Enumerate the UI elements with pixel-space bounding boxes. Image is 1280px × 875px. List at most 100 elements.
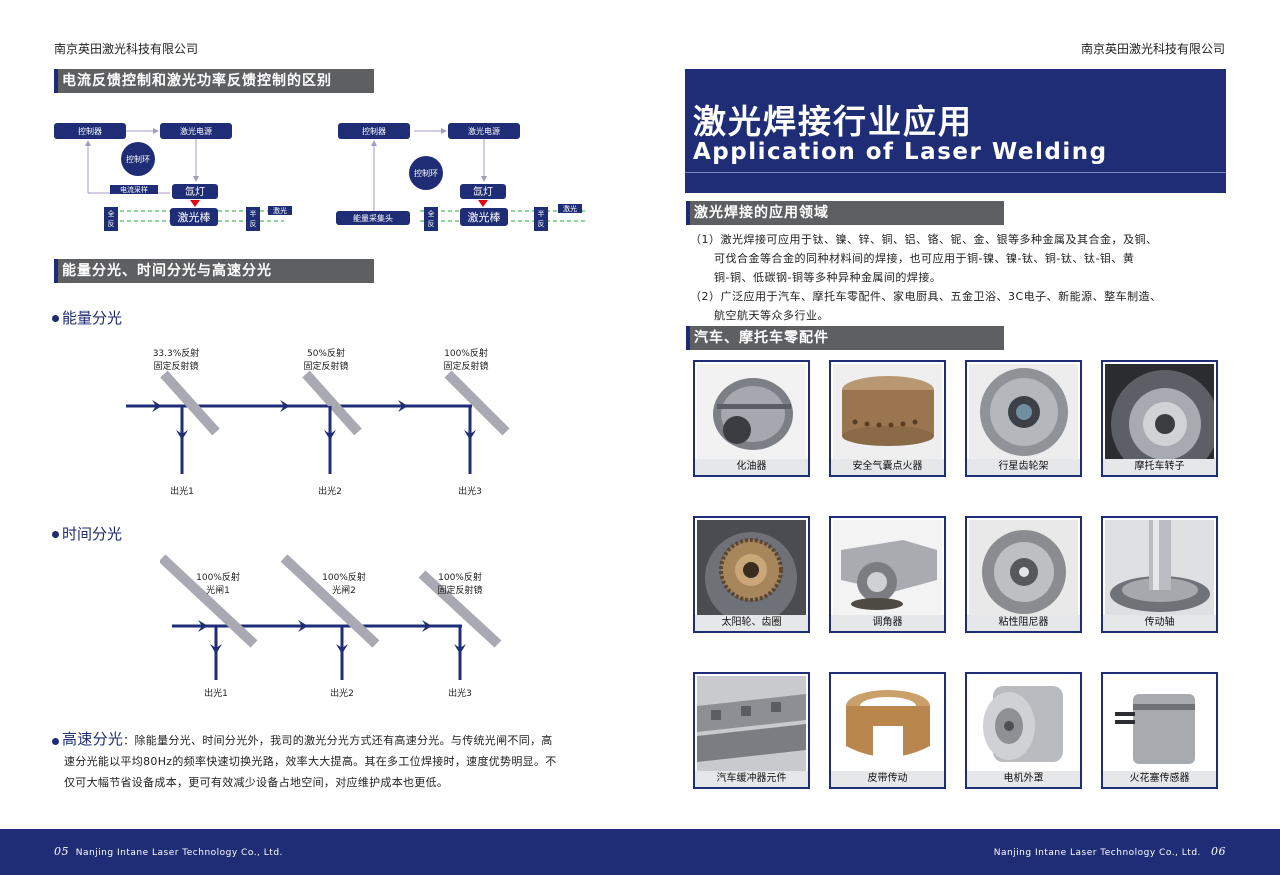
para1-line2: 可伐合金等合金的同种材料间的焊接，也可应用于铜-镍、镍-钛、铜-钛、钛-钼、黄 bbox=[714, 252, 1135, 265]
time-out2: 出光2 bbox=[330, 687, 354, 699]
page-number-right: 06 bbox=[1211, 845, 1226, 858]
bullet-dot-icon bbox=[52, 315, 59, 322]
bumper-component-photo bbox=[697, 676, 806, 771]
diagB-power-label: 激光电源 bbox=[468, 126, 500, 136]
svg-text:全: 全 bbox=[108, 209, 115, 218]
diagA-controller-label: 控制器 bbox=[78, 126, 102, 136]
part-tile: 火花塞传感器 bbox=[1101, 672, 1218, 789]
diagA-loop-circle bbox=[121, 142, 155, 176]
part-label: 传动轴 bbox=[1103, 615, 1216, 631]
part-tile: 粘性阻尼器 bbox=[965, 516, 1082, 633]
time-mirror2-line1: 100%反射 bbox=[322, 571, 366, 583]
right-company-name: 南京英田激光科技有限公司 bbox=[1081, 42, 1226, 56]
part-label: 调角器 bbox=[831, 615, 944, 631]
page-number-left: 05 bbox=[54, 845, 69, 858]
diagA-power-box bbox=[160, 123, 232, 139]
svg-text:反: 反 bbox=[250, 219, 257, 228]
footer-right: Nanjing Intane Laser Technology Co., Ltd… bbox=[994, 845, 1226, 858]
svg-text:全: 全 bbox=[428, 209, 435, 218]
viscous-damper-photo bbox=[969, 520, 1078, 615]
part-label: 化油器 bbox=[695, 459, 808, 475]
svg-text:反: 反 bbox=[538, 219, 545, 228]
energy-split-heading: 能量分光 bbox=[52, 307, 122, 328]
part-label: 太阳轮、齿圈 bbox=[695, 615, 808, 631]
svg-text:半: 半 bbox=[250, 209, 257, 218]
carburetor-photo bbox=[697, 364, 806, 459]
planetary-gear-carrier-photo bbox=[969, 364, 1078, 459]
svg-text:反: 反 bbox=[108, 219, 115, 228]
diagA-red-arrow bbox=[190, 200, 200, 207]
para2-line2: 航空航天等众多行业。 bbox=[714, 309, 829, 322]
title-divider bbox=[685, 172, 1226, 173]
high-speed-line2: 速分光能以平均80Hz的频率快速切换光路，效率大大提高。其在多工位焊接时，速度优… bbox=[64, 755, 557, 768]
part-label: 汽车缓冲器元件 bbox=[695, 771, 808, 787]
energy-out3: 出光3 bbox=[458, 485, 482, 497]
footer-right-text: Nanjing Intane Laser Technology Co., Ltd… bbox=[993, 848, 1201, 858]
footer-left: 05 Nanjing Intane Laser Technology Co., … bbox=[54, 845, 283, 858]
diagB-laser-label: 激光 bbox=[563, 204, 577, 213]
time-mirror3-line2: 固定反射镜 bbox=[437, 584, 482, 596]
diagB-loop-label: 控制环 bbox=[414, 168, 438, 178]
time-split-heading: 时间分光 bbox=[52, 523, 122, 544]
para1-line3: 铜-铜、低碳钢-铜等多种异种金属间的焊接。 bbox=[714, 271, 942, 284]
part-label: 行星齿轮架 bbox=[967, 459, 1080, 475]
energy-out2: 出光2 bbox=[318, 485, 342, 497]
motorcycle-rotor-photo bbox=[1105, 364, 1214, 459]
part-tile: 安全气囊点火器 bbox=[829, 360, 946, 477]
belt-drive-photo bbox=[833, 676, 942, 771]
diagA-lamp-label: 氙灯 bbox=[185, 185, 205, 198]
diagB-rod-label: 激光棒 bbox=[468, 210, 501, 224]
energy-split-diagram: 33.3%反射 固定反射镜 出光1 50%反射 固定反射镜 出光2 100%反射… bbox=[126, 347, 510, 497]
application-paragraph: （1）激光焊接可应用于钛、镍、锌、铜、铝、铬、铌、金、银等多种金属及其合金，及铜… bbox=[690, 230, 1230, 325]
footer-left-text: Nanjing Intane Laser Technology Co., Ltd… bbox=[75, 848, 283, 858]
title-banner: 激光焊接行业应用 Application of Laser Welding bbox=[685, 69, 1226, 193]
part-label: 电机外罩 bbox=[967, 771, 1080, 787]
section-splitting: 能量分光、时间分光与高速分光 bbox=[54, 259, 374, 283]
part-tile: 化油器 bbox=[693, 360, 810, 477]
time-mirror1-line1: 100%反射 bbox=[196, 571, 240, 583]
diagA-current-sample: 电流采样 bbox=[120, 185, 148, 194]
part-tile: 传动轴 bbox=[1101, 516, 1218, 633]
energy-mirror2-line2: 固定反射镜 bbox=[303, 360, 348, 372]
section-auto-parts: 汽车、摩托车零配件 bbox=[686, 326, 1004, 350]
time-mirror1-line2: 光闸1 bbox=[206, 584, 230, 596]
part-tile: 皮带传动 bbox=[829, 672, 946, 789]
part-tile: 太阳轮、齿圈 bbox=[693, 516, 810, 633]
part-tile: 电机外罩 bbox=[965, 672, 1082, 789]
diagB-controller-label: 控制器 bbox=[362, 126, 386, 136]
high-speed-heading: 高速分光 bbox=[62, 730, 124, 748]
energy-mirror2-line1: 50%反射 bbox=[307, 347, 345, 359]
time-out3: 出光3 bbox=[448, 687, 472, 699]
motor-housing-photo bbox=[969, 676, 1078, 771]
part-tile: 行星齿轮架 bbox=[965, 360, 1082, 477]
part-label: 摩托车转子 bbox=[1103, 459, 1216, 475]
diagA-loop-label: 控制环 bbox=[126, 154, 150, 164]
part-tile: 调角器 bbox=[829, 516, 946, 633]
energy-mirror1-line1: 33.3%反射 bbox=[153, 347, 200, 359]
time-out1: 出光1 bbox=[204, 687, 228, 699]
part-tile: 摩托车转子 bbox=[1101, 360, 1218, 477]
diagA-rod-label: 激光棒 bbox=[178, 210, 211, 224]
part-label: 火花塞传感器 bbox=[1103, 771, 1216, 787]
para2-line1: （2）广泛应用于汽车、摩托车零配件、家电厨具、五金卫浴、3C电子、新能源、整车制… bbox=[690, 290, 1162, 303]
recliner-photo bbox=[833, 520, 942, 615]
section-application-fields: 激光焊接的应用领域 bbox=[686, 201, 1004, 225]
diagA-controller-box bbox=[54, 123, 126, 139]
diagB-lamp-label: 氙灯 bbox=[473, 185, 493, 198]
bullet-dot-icon bbox=[52, 737, 59, 745]
diagA-laser-label: 激光 bbox=[273, 206, 287, 215]
diagB-collector-label: 能量采集头 bbox=[353, 213, 393, 223]
section-current-feedback: 电流反馈控制和激光功率反馈控制的区别 bbox=[54, 69, 374, 93]
high-speed-block: 高速分光：除能量分光、时间分光外，我司的激光分光方式还有高速分光。与传统光闸不同… bbox=[52, 729, 592, 793]
high-speed-line1: ：除能量分光、时间分光外，我司的激光分光方式还有高速分光。与传统光闸不同，高 bbox=[123, 734, 553, 747]
svg-text:反: 反 bbox=[428, 219, 435, 228]
para1-line1: （1）激光焊接可应用于钛、镍、锌、铜、铝、铬、铌、金、银等多种金属及其合金，及铜… bbox=[690, 233, 1158, 246]
page-footer: 05 Nanjing Intane Laser Technology Co., … bbox=[0, 829, 1280, 875]
drive-shaft-photo bbox=[1105, 520, 1214, 615]
spark-plug-sensor-photo bbox=[1105, 676, 1214, 771]
energy-out1: 出光1 bbox=[170, 485, 194, 497]
time-split-diagram: 100%反射 光闸1 100%反射 光闸2 100%反射 固定反射镜 出光1 出… bbox=[160, 554, 502, 699]
bullet-dot-icon bbox=[52, 531, 59, 538]
part-label: 粘性阻尼器 bbox=[967, 615, 1080, 631]
left-company-name: 南京英田激光科技有限公司 bbox=[54, 42, 199, 56]
